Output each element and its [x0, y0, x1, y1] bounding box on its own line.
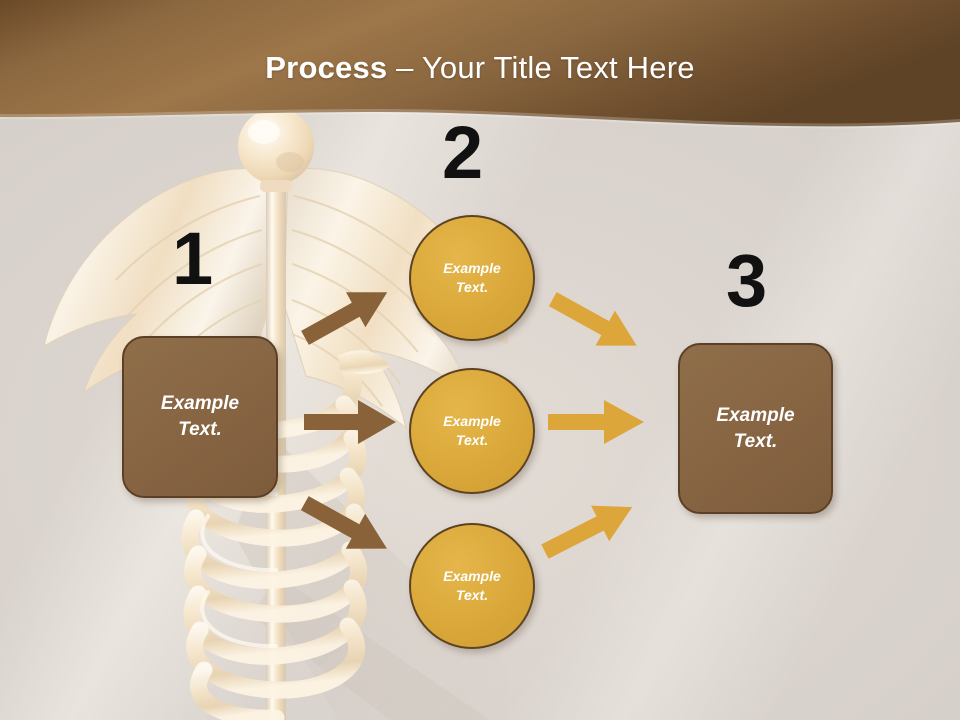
process-circle-bottom-line2: Text.	[455, 587, 489, 603]
header-banner: Process – Your Title Text Here	[0, 0, 960, 160]
process-circle-top-line2: Text.	[455, 279, 489, 295]
page-title: Process – Your Title Text Here	[0, 50, 960, 86]
process-circle-middle-text: Example Text.	[443, 412, 501, 450]
process-box-right-line2: Text.	[733, 430, 778, 452]
process-circle-top-line1: Example	[443, 260, 501, 277]
process-box-right-text: Example Text.	[716, 403, 794, 454]
process-circle-bottom[interactable]: Example Text.	[409, 523, 535, 649]
process-circle-middle-line1: Example	[443, 413, 501, 430]
step-number-2: 2	[442, 111, 483, 194]
process-circle-middle-line2: Text.	[455, 432, 489, 448]
process-circle-top-text: Example Text.	[443, 259, 501, 297]
process-box-left-line2: Text.	[178, 419, 222, 440]
process-box-left[interactable]: Example Text.	[122, 336, 278, 498]
step-number-3: 3	[726, 239, 767, 322]
arrow-circle-top-to-box	[548, 288, 656, 360]
arrow-circle-bottom-to-box	[541, 492, 652, 560]
step-number-1: 1	[172, 217, 213, 300]
arrow-box-to-circle-bottom	[300, 492, 402, 562]
process-box-right[interactable]: Example Text.	[678, 343, 833, 514]
page-title-strong: Process	[265, 50, 388, 85]
process-box-right-line1: Example	[716, 404, 795, 426]
process-circle-middle[interactable]: Example Text.	[409, 368, 535, 494]
process-box-left-line1: Example	[160, 393, 240, 415]
page-title-separator: –	[387, 50, 422, 85]
page-title-rest: Your Title Text Here	[421, 50, 695, 85]
process-circle-bottom-text: Example Text.	[443, 567, 501, 605]
process-circle-top[interactable]: Example Text.	[409, 215, 535, 341]
process-box-left-text: Example Text.	[161, 391, 239, 442]
process-circle-bottom-line1: Example	[443, 568, 501, 585]
arrow-box-to-circle-top	[301, 282, 402, 345]
arrow-box-to-circle-middle	[302, 398, 398, 446]
arrow-circle-middle-to-box	[546, 398, 646, 446]
